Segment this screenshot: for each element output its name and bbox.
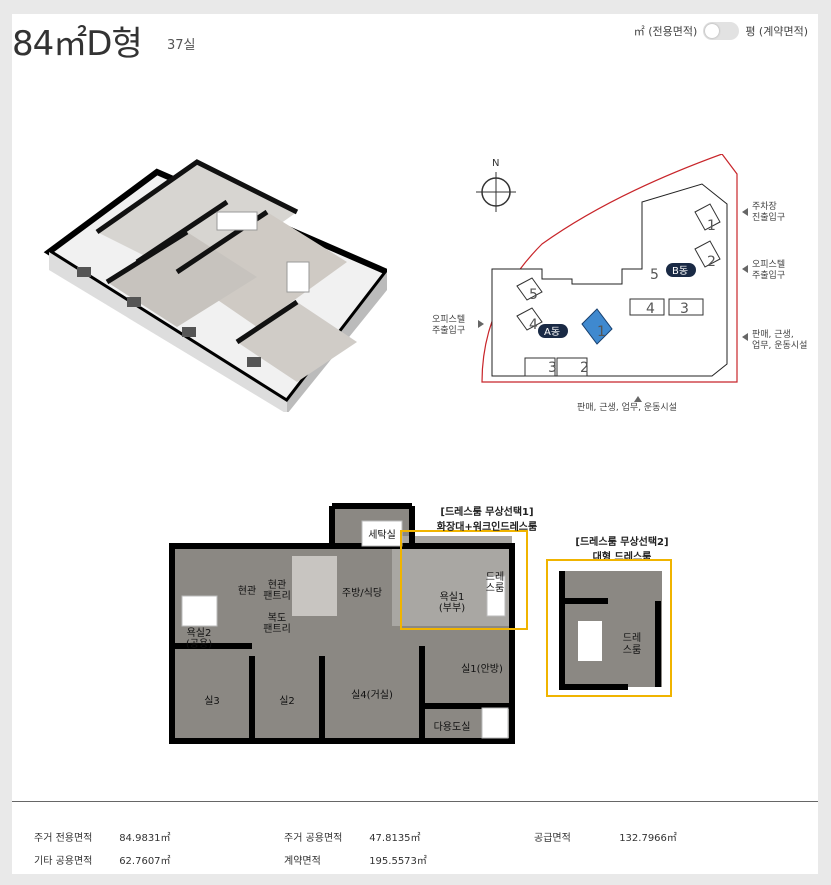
dress-option1-highlight: [400, 530, 528, 630]
unit-sqm-label: ㎡ (전용면적): [633, 25, 698, 38]
dress-option2-subtitle: 대형 드레스룸: [592, 552, 652, 563]
b-dong-label: B동: [672, 265, 688, 277]
room4-label: 실4(거실): [351, 689, 393, 701]
a-dong-badge: [538, 324, 568, 338]
commercial-entrance-bottom-label: 판매, 근생, 업무, 운동시설: [577, 402, 677, 413]
multi-room-label: 다용도실: [434, 721, 471, 733]
laundry-label: 세탁실: [368, 529, 396, 541]
room1-label: 실1(안방): [461, 663, 503, 675]
bldg-b-1: 1: [707, 218, 716, 234]
dress-option1-subtitle: 화장대+워크인드레스룸: [436, 522, 538, 533]
bldg-a-4: 4: [529, 317, 538, 333]
bath1-label: 욕실1(부부): [439, 591, 465, 614]
unit-pyeong-label: 평 (계약면적): [745, 25, 808, 38]
area-label: 주거 전용면적: [34, 833, 93, 844]
bldg-b-3: 3: [680, 301, 689, 317]
area-common-residential: 주거 공용면적 47.8135㎡: [284, 829, 421, 844]
bldg-a-3: 3: [548, 360, 557, 376]
bldg-a-2: 2: [580, 360, 589, 376]
area-exclusive: 주거 전용면적 84.9831㎡: [34, 829, 171, 844]
bath2-label: 욕실2(공용): [186, 627, 212, 650]
bldg-b-5: 5: [650, 267, 659, 283]
unit-toggle-switch[interactable]: [703, 22, 740, 40]
area-supply: 공급면적 132.7966㎡: [534, 829, 677, 844]
area-label: 주거 공용면적: [284, 833, 343, 844]
area-label: 공급면적: [534, 833, 571, 844]
kitchen-label: 주방/식당: [342, 587, 382, 599]
area-common-other: 기타 공용면적 62.7607㎡: [34, 852, 171, 867]
isometric-floorplan-image: [43, 159, 387, 412]
entry-label: 현관: [238, 585, 256, 597]
dress-option1-heading: [드레스룸 무상선택1]: [440, 507, 534, 518]
a-dong-label: A동: [544, 326, 560, 338]
bldg-b-2: 2: [707, 254, 716, 270]
dress-option2-title: [드레스룸 무상선택2] 대형 드레스룸: [552, 533, 692, 563]
area-value: 84.9831㎡: [119, 833, 171, 844]
area-label: 기타 공용면적: [34, 856, 93, 867]
area-contract: 계약면적 195.5573㎡: [284, 852, 427, 867]
area-value: 132.7966㎡: [619, 833, 677, 844]
unit-toggle: ㎡ (전용면적) 평 (계약면적): [634, 22, 808, 40]
bldg-a-5: 5: [529, 287, 538, 303]
site-map: N 1 2 3 4 5 1 2 3 4 5 A동 B: [432, 154, 807, 413]
unit-card: 84㎡D형 37실 ㎡ (전용면적) 평 (계약면적): [12, 14, 818, 874]
bldg-a-1: 1: [597, 324, 606, 340]
room3-label: 실3: [204, 695, 220, 707]
b-dong-badge: [666, 263, 696, 277]
unit-type-title: 84㎡D형: [12, 24, 143, 64]
area-value: 195.5573㎡: [369, 856, 427, 867]
bldg-b-4: 4: [646, 301, 655, 317]
dress-option1-title: [드레스룸 무상선택1] 화장대+워크인드레스룸: [422, 503, 552, 533]
dress-option2-heading: [드레스룸 무상선택2]: [575, 537, 669, 548]
area-value: 62.7607㎡: [119, 856, 171, 867]
area-value: 47.8135㎡: [369, 833, 421, 844]
building-numbers: 1 2 3 4 5 1 2 3 4 5: [529, 218, 716, 376]
section-divider: [12, 801, 818, 802]
commercial-entrance-right-label: 판매, 근생,업무, 운동시설: [752, 329, 807, 351]
north-compass: N: [476, 158, 516, 212]
toggle-knob: [705, 24, 720, 38]
unit-count: 37실: [167, 38, 196, 53]
north-label: N: [492, 158, 499, 169]
room2-label: 실2: [279, 695, 295, 707]
area-label: 계약면적: [284, 856, 321, 867]
